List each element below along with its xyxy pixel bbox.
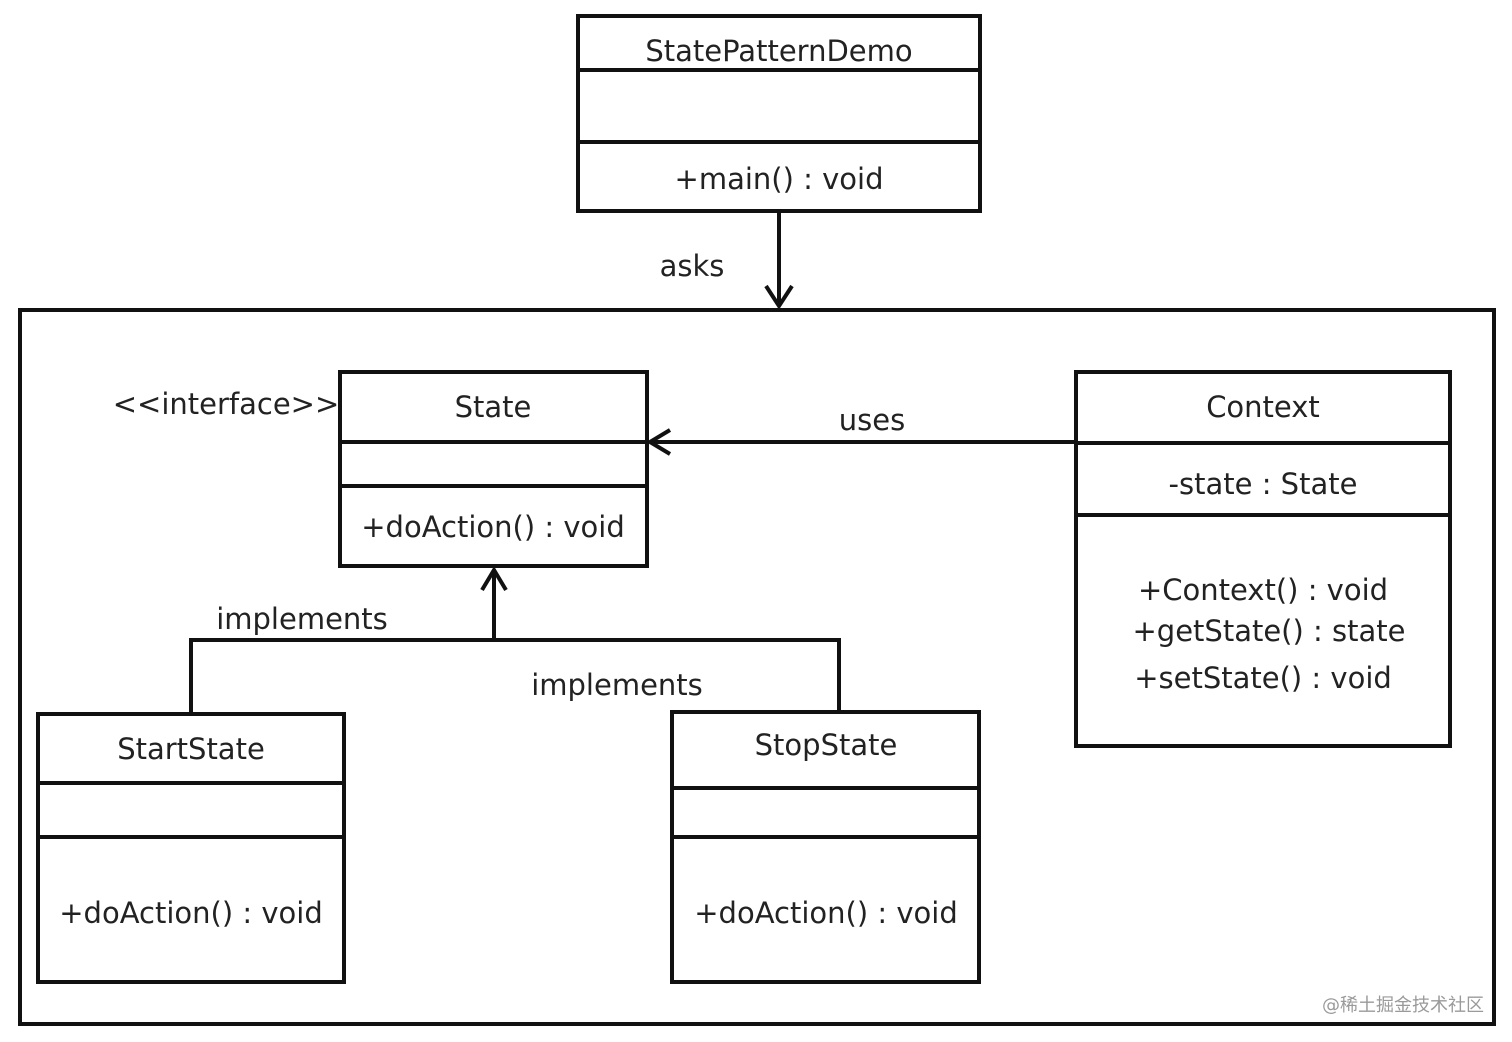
class-statepatterndemo[interactable]: StatePatternDemo +main() : void xyxy=(576,14,982,213)
relation-asks: asks xyxy=(660,211,794,310)
class-state[interactable]: <<interface>> State +doAction() : void xyxy=(113,370,649,568)
relation-uses: uses xyxy=(646,403,1076,456)
method-doaction: +doAction() : void xyxy=(361,510,624,544)
class-name: State xyxy=(455,390,532,424)
relation-implements: implements implements xyxy=(189,566,841,714)
method-getstate: +getState() : state xyxy=(1133,614,1406,648)
watermark: @稀土掘金技术社区 xyxy=(1322,995,1484,1016)
class-stopstate[interactable]: StopState +doAction() : void xyxy=(670,710,981,984)
implements-arrowhead xyxy=(480,566,508,592)
attribute-state: -state : State xyxy=(1169,467,1358,501)
class-box xyxy=(36,712,346,984)
implements-left-label: implements xyxy=(216,602,388,636)
class-startstate[interactable]: StartState +doAction() : void xyxy=(36,712,346,984)
class-name: StartState xyxy=(117,732,265,766)
method-main: +main() : void xyxy=(675,162,884,196)
implements-branch xyxy=(189,638,841,714)
asks-arrowhead xyxy=(764,284,794,310)
uses-label: uses xyxy=(839,403,905,437)
uses-arrowhead xyxy=(646,428,672,456)
asks-label: asks xyxy=(660,249,725,283)
class-box xyxy=(1074,370,1452,748)
interface-stereotype: <<interface>> xyxy=(113,387,340,421)
method-doaction: +doAction() : void xyxy=(694,896,957,930)
method-context: +Context() : void xyxy=(1138,573,1388,607)
package-frame xyxy=(18,308,1496,1026)
class-name: Context xyxy=(1206,390,1320,424)
method-setstate: +setState() : void xyxy=(1134,661,1392,695)
class-context[interactable]: Context -state : State +Context() : void… xyxy=(1074,370,1452,748)
implements-right-label: implements xyxy=(531,668,703,702)
method-doaction: +doAction() : void xyxy=(59,896,322,930)
class-box xyxy=(338,370,649,568)
class-name: StatePatternDemo xyxy=(645,34,912,68)
class-box xyxy=(670,710,981,984)
class-name: StopState xyxy=(755,728,898,762)
